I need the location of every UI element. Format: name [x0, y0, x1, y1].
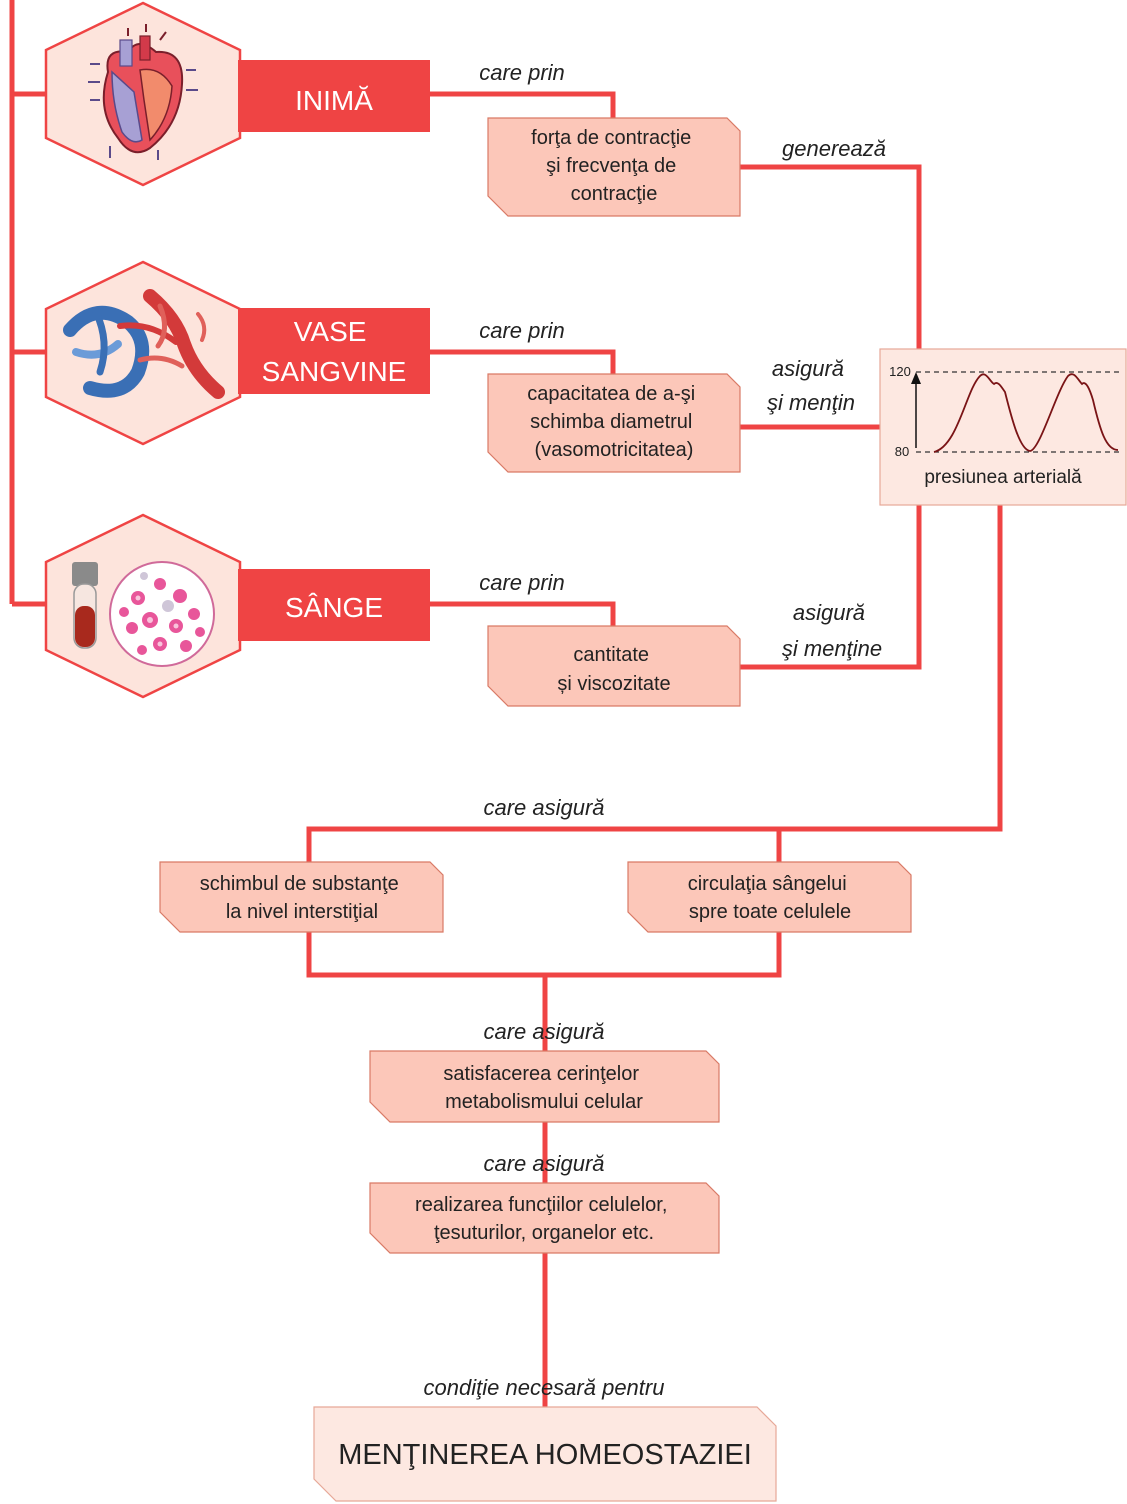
test-tube-cap [72, 562, 98, 586]
property-box-inima: forţa de contracţie şi frecvenţa de cont… [487, 117, 741, 217]
pressure-panel-frame [879, 348, 1127, 506]
tick-80: 80 [895, 444, 909, 459]
functions-box: realizarea funcţiilor celulelor, ţesutur… [369, 1182, 720, 1254]
metabolism-text: satisfacerea cerinţelor metabolismului c… [443, 1063, 644, 1113]
link-label-vase: care prin [479, 318, 565, 343]
blood-cells-icon [72, 561, 215, 667]
homeostasis-box: MENŢINEREA HOMEOSTAZIEI [313, 1406, 777, 1502]
connector-lines [9, 0, 1003, 1407]
link-label-sange: care prin [479, 570, 565, 595]
flow-label-2: care asigură [483, 1019, 604, 1044]
organ-vase-sangvine: VASE SANGVINE [44, 260, 430, 446]
metabolism-box: satisfacerea cerinţelor metabolismului c… [369, 1050, 720, 1123]
connector-generate [740, 164, 922, 349]
pressure-waveform [933, 373, 1119, 453]
connector-pressure-outcome [306, 505, 1003, 862]
connector-quantity [740, 505, 922, 670]
organ-inima: INIMĂ [44, 1, 430, 187]
organ-sange: SÂNGE [44, 513, 430, 699]
circulation-text: circulaţia sângelui spre toate celulele [688, 873, 853, 923]
organ-label-box [238, 569, 430, 641]
property-box-vase: capacitatea de a-şi schimba diametrul (v… [487, 373, 741, 473]
effect-label-vase: asigură şi menţin [767, 356, 855, 415]
test-tube-blood [75, 606, 95, 647]
effect-label-sange: asigură şi menţine [782, 600, 882, 661]
homeostasis-text: MENŢINEREA HOMEOSTAZIEI [338, 1439, 752, 1471]
exchange-box: schimbul de substanţe la nivel interstiţ… [159, 861, 444, 933]
property-text: cantitate și viscozitate [557, 644, 670, 695]
connector-sange-property [430, 601, 616, 626]
connector-vase-property [430, 349, 616, 374]
property-text: capacitatea de a-şi schimba diametrul (v… [527, 383, 700, 461]
spine-branches [12, 91, 50, 607]
property-text: forţa de contracţie şi frecvenţa de cont… [531, 127, 697, 205]
organ-label: INIMĂ [295, 85, 373, 116]
pressure-axis-arrowhead [911, 372, 921, 384]
tick-120: 120 [889, 364, 911, 379]
connector-inima-property [430, 91, 616, 118]
flow-label-4: condiţie necesară pentru [424, 1375, 665, 1400]
property-box-sange: cantitate și viscozitate [487, 625, 741, 707]
flow-label-3: care asigură [483, 1151, 604, 1176]
organ-label: SÂNGE [285, 592, 383, 623]
exchange-text: schimbul de substanţe la nivel interstiţ… [200, 873, 405, 923]
functions-text: realizarea funcţiilor celulelor, ţesutur… [415, 1194, 673, 1244]
effect-label-inima: generează [782, 136, 886, 161]
microscope-circle [109, 561, 215, 667]
link-label-inima: care prin [479, 60, 565, 85]
organ-label-box [238, 308, 430, 394]
blood-vessels-icon [63, 289, 225, 399]
pressure-panel: 120 80 presiunea arterială [879, 348, 1127, 506]
pressure-label: presiunea arterială [924, 467, 1082, 488]
circulation-box: circulaţia sângelui spre toate celulele [627, 861, 912, 933]
organ-label: VASE SANGVINE [262, 316, 407, 387]
flow-label-1: care asigură [483, 795, 604, 820]
heart-icon [88, 24, 198, 160]
connector-outcome-merge [306, 932, 782, 978]
organ-label-box [238, 60, 430, 132]
